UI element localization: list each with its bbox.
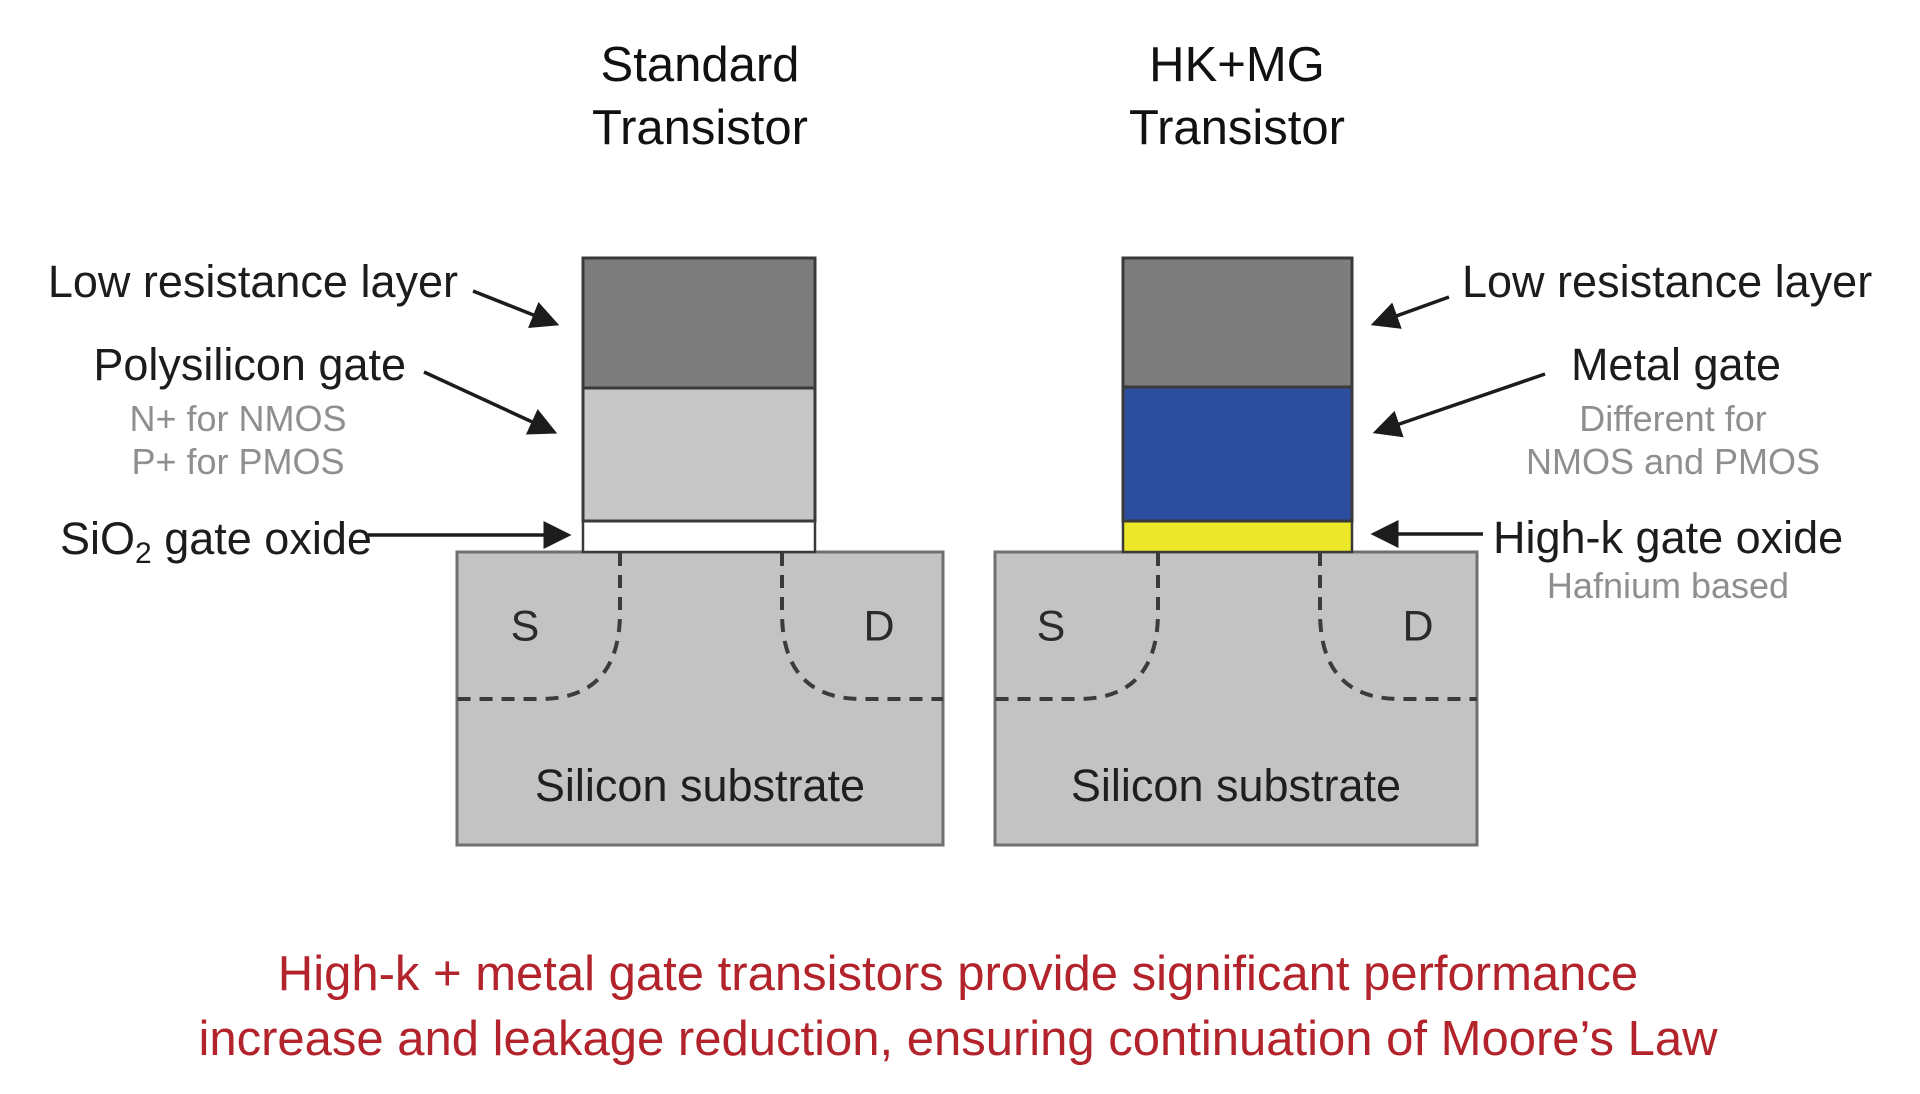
hkmg-transistor-title-line1: HK+MG — [1149, 38, 1325, 92]
arrow-right-metal-gate — [1372, 372, 1546, 438]
right-highk-oxide-rect — [1121, 519, 1354, 554]
right-highk-sublabel: Hafnium based — [1546, 565, 1790, 606]
caption-line2: increase and leakage reduction, ensuring… — [198, 1012, 1718, 1066]
right-silicon-substrate-rect — [993, 550, 1479, 847]
left-polysilicon-sublabel-pmos: P+ for PMOS — [131, 441, 345, 482]
left-low-resistance-layer-rect — [581, 256, 817, 390]
right-low-resistance-layer-rect — [1121, 256, 1354, 389]
left-sio2-gate-oxide-rect — [581, 519, 817, 554]
left-source-well-boundary — [457, 553, 622, 701]
hkmg-transistor-title: HK+MG Transistor — [1129, 34, 1345, 160]
sio2-subscript: 2 — [135, 537, 152, 570]
sio2-prefix: SiO — [60, 513, 136, 564]
standard-transistor-title-line2: Transistor — [591, 101, 809, 155]
right-metal-gate-rect — [1121, 385, 1354, 523]
left-drain-well-boundary — [780, 553, 943, 701]
right-source-label: S — [1036, 602, 1066, 651]
arrow-left-low-resistance — [472, 289, 560, 328]
right-metal-gate-sublabel-2: NMOS and PMOS — [1525, 441, 1821, 482]
right-substrate-label: Silicon substrate — [1070, 760, 1402, 811]
left-polysilicon-sublabel-nmos: N+ for NMOS — [129, 398, 347, 439]
caption: High-k + metal gate transistors provide … — [198, 942, 1717, 1072]
left-silicon-substrate-rect — [455, 550, 945, 847]
left-substrate-label: Silicon substrate — [534, 760, 866, 811]
right-low-resistance-label: Low resistance layer — [1462, 256, 1873, 307]
standard-transistor-title-line1: Standard — [600, 38, 800, 92]
left-low-resistance-label: Low resistance layer — [47, 256, 458, 307]
standard-transistor-title: Standard Transistor — [592, 34, 808, 160]
right-highk-label: High-k gate oxide — [1493, 512, 1844, 563]
arrow-left-polysilicon — [423, 370, 558, 435]
left-polysilicon-gate-rect — [581, 386, 817, 523]
left-drain-label: D — [863, 602, 895, 651]
sio2-suffix: gate oxide — [151, 513, 372, 564]
right-metal-gate-sublabel-1: Different for — [1579, 398, 1767, 439]
right-drain-well-boundary — [1318, 553, 1477, 701]
right-metal-gate-label: Metal gate — [1570, 339, 1782, 390]
left-polysilicon-label: Polysilicon gate — [93, 339, 406, 390]
left-source-label: S — [510, 602, 540, 651]
left-sio2-label: SiO2 gate oxide — [60, 513, 372, 571]
hkmg-transistor-title-line2: Transistor — [1128, 101, 1346, 155]
right-source-well-boundary — [995, 553, 1160, 701]
caption-line1: High-k + metal gate transistors provide … — [277, 947, 1639, 1001]
right-drain-label: D — [1402, 602, 1434, 651]
arrow-right-low-resistance — [1370, 295, 1450, 329]
